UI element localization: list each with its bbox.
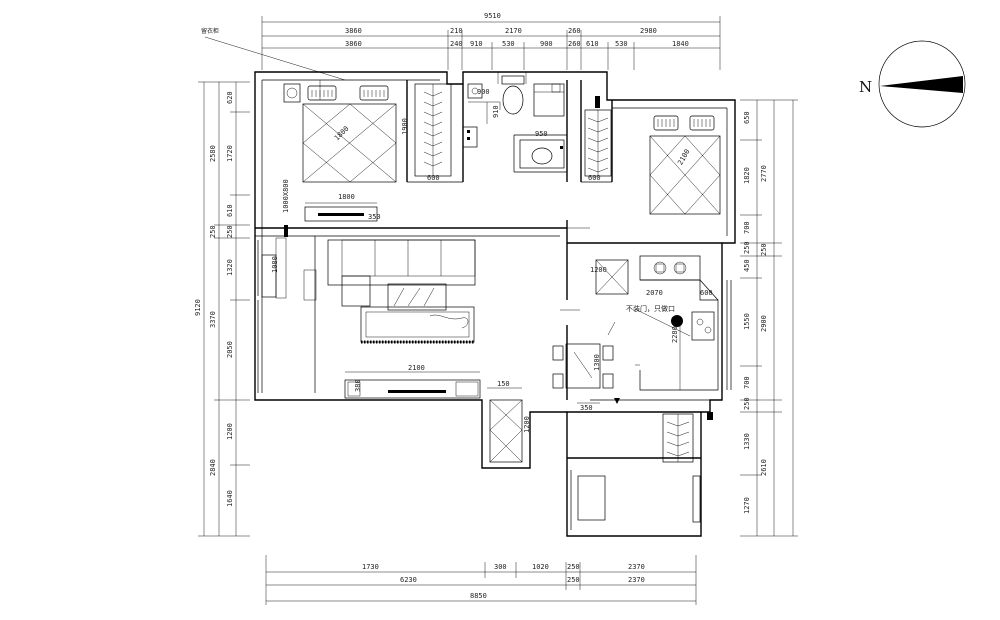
openings	[254, 96, 732, 530]
dim-right-outer: 2900	[760, 315, 768, 332]
wardrobe-1-length: 1900	[401, 118, 409, 135]
north-arrow-icon	[880, 76, 963, 93]
dim-left-inner: 1200	[226, 423, 234, 440]
dim-top-r1: 3860	[345, 27, 362, 35]
living-cabinet-dim: 1080	[271, 256, 279, 273]
tv-cabinet-1-depth: 350	[368, 213, 381, 221]
dim-top-r1: 210	[450, 27, 463, 35]
dim-right-inner: 250	[743, 241, 751, 254]
dim-top-r2: 240	[450, 40, 463, 48]
dim-left-inner: 1640	[226, 490, 234, 507]
dim-top-r2: 260	[568, 40, 581, 48]
dim-top-total: 9510	[484, 12, 501, 20]
dim-bottom-r2: 250	[567, 576, 580, 584]
right-dimension-lines: 2770 250 2900 2610 650 1820 700 250 450 …	[740, 99, 798, 537]
dim-bottom-r2: 6230	[400, 576, 417, 584]
dim-top-r2: 910	[470, 40, 483, 48]
interior-walls	[255, 80, 722, 459]
bed-1-size: 1800	[333, 125, 351, 143]
dim-left-outer: 2840	[209, 459, 217, 476]
kitchen-1200: 1200	[590, 266, 607, 274]
dim-left-inner: 2050	[226, 341, 234, 358]
dim-left-outer: 2580	[209, 145, 217, 162]
dim-top-r2: 530	[502, 40, 515, 48]
misc-lines	[319, 72, 640, 366]
dim-right-inner: 700	[743, 221, 751, 234]
dim-bottom-r1: 1730	[362, 563, 379, 571]
balcony-length: 1200	[523, 416, 531, 433]
living-room: 1080 2100 380 150 1200	[261, 237, 531, 463]
tv-width: 2100	[408, 364, 425, 372]
dim-right-outer: 2770	[760, 165, 768, 182]
wardrobe-2-depth: 600	[588, 174, 601, 182]
master-bedroom: 1900 600 1800 1800 350 1000X800 留衣柜	[201, 27, 452, 222]
dim-right-inner: 1550	[743, 313, 751, 330]
second-bedroom: 600 2100	[584, 109, 721, 215]
dim-bottom-r1: 300	[494, 563, 507, 571]
bed-2-size: 2100	[676, 148, 691, 167]
compass-north-label: N	[859, 78, 872, 96]
dim-bottom-r1: 2370	[628, 563, 645, 571]
tv-cabinet-1-length: 1800	[338, 193, 355, 201]
dining-x-dim: 350	[580, 404, 593, 412]
dim-top-r2: 900	[540, 40, 553, 48]
bedroom-side-dim: 1000X800	[282, 179, 290, 213]
dim-right-inner: 700	[743, 376, 751, 389]
top-dimension-lines: 9510 3860 210 2170 260 2980 3860 240 910…	[261, 12, 721, 70]
dim-left-inner: 1720	[226, 145, 234, 162]
left-dimension-lines: 9120 2580 250 3370 2840 620 1720 610 250…	[194, 81, 250, 537]
compass: N	[859, 40, 966, 128]
dim-right-inner: 1820	[743, 167, 751, 184]
kitchen: 1200 2070 600 不装门，只做口 2280 1300 350	[552, 255, 719, 412]
dim-left-outer: 3370	[209, 311, 217, 328]
wardrobe-note: 留衣柜	[201, 27, 219, 35]
dim-bottom-r2: 2370	[628, 576, 645, 584]
dim-top-r2: 3860	[345, 40, 362, 48]
dim-left-total: 9120	[194, 299, 202, 316]
wardrobe-1-depth: 600	[427, 174, 440, 182]
dim-left-outer: 250	[209, 225, 217, 238]
dim-right-outer: 250	[760, 243, 768, 256]
dim-left-inner: 620	[226, 91, 234, 104]
kitchen-600: 600	[700, 289, 713, 297]
dim-right-inner: 250	[743, 397, 751, 410]
dining-table-dim: 1300	[593, 354, 601, 371]
dim-top-r2: 610	[586, 40, 599, 48]
dim-bottom-total: 8850	[470, 592, 487, 600]
bath-950-dim: 950	[535, 130, 548, 138]
kitchen-note: 不装门，只做口	[626, 304, 675, 313]
dim-left-inner: 610	[226, 204, 234, 217]
dim-bottom-r1: 1020	[532, 563, 549, 571]
tv-depth: 380	[354, 379, 362, 392]
kitchen-2070: 2070	[646, 289, 663, 297]
dim-left-inner: 250	[226, 225, 234, 238]
kitchen-2280: 2280	[671, 326, 679, 343]
dim-top-r2: 530	[615, 40, 628, 48]
dim-left-inner: 1320	[226, 259, 234, 276]
balcony-width: 150	[497, 380, 510, 388]
bath-910-dim: 910	[492, 105, 500, 118]
bathroom: 900 910 950	[462, 75, 565, 169]
dim-right-inner: 450	[743, 259, 751, 272]
bottom-dimension-lines: 1730 300 1020 250 2370 6230 250 2370 885…	[265, 555, 697, 605]
bath-sink-dim: 900	[477, 88, 490, 96]
dim-bottom-r1: 250	[567, 563, 580, 571]
third-bedroom	[577, 413, 701, 523]
dim-right-inner: 1270	[743, 497, 751, 514]
dim-top-r2: 1840	[672, 40, 689, 48]
dim-top-r1: 2170	[505, 27, 522, 35]
dim-right-inner: 650	[743, 111, 751, 124]
dim-top-r1: 260	[568, 27, 581, 35]
dim-top-r1: 2980	[640, 27, 657, 35]
dim-right-outer: 2610	[760, 459, 768, 476]
exterior-walls	[254, 71, 736, 537]
dim-right-inner: 1330	[743, 433, 751, 450]
